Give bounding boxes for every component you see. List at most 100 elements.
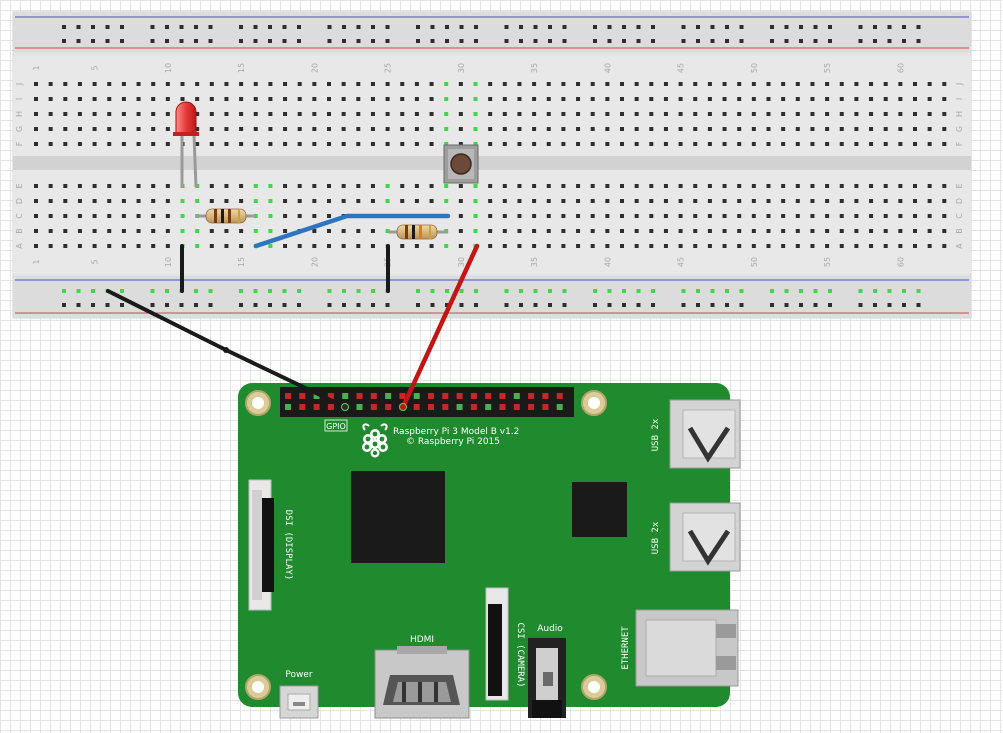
usb-port-2[interactable] (669, 502, 741, 572)
rail-hole (504, 39, 509, 43)
rail-hole (150, 25, 155, 29)
hole (532, 142, 537, 146)
hole (546, 127, 551, 131)
hole (473, 127, 478, 131)
hole (136, 82, 141, 86)
hole (532, 229, 537, 233)
hole (400, 127, 405, 131)
hole (751, 127, 756, 131)
column-label: 1 (32, 259, 41, 264)
hole (297, 199, 302, 203)
column-label: 30 (457, 63, 466, 73)
gpio-pin (528, 404, 535, 410)
rail-hole (120, 303, 124, 307)
red-led[interactable] (173, 101, 199, 188)
hole (458, 142, 463, 146)
hole (151, 127, 156, 131)
hole (136, 142, 141, 146)
hole (693, 214, 698, 218)
rail-hole (725, 303, 729, 307)
hole (707, 97, 712, 101)
black-wire-to-gpio[interactable] (106, 289, 349, 411)
hole (92, 184, 97, 188)
hole (224, 142, 229, 146)
hole (781, 244, 786, 248)
hole (385, 184, 390, 188)
hole (502, 82, 507, 86)
rail-hole (562, 303, 567, 307)
hole (209, 82, 214, 86)
hole (722, 229, 727, 233)
usb-port-1[interactable] (669, 399, 741, 469)
column-label: 15 (237, 257, 246, 267)
power-port[interactable] (279, 685, 319, 719)
hole (121, 97, 126, 101)
hole (737, 112, 742, 116)
column-label: 55 (823, 63, 832, 73)
hole (444, 127, 449, 131)
hole (869, 112, 874, 116)
hole (473, 229, 478, 233)
column-label: 10 (164, 63, 173, 73)
hole (385, 82, 390, 86)
hole (737, 214, 742, 218)
hole (473, 142, 478, 146)
hole (151, 199, 156, 203)
rail-hole (342, 303, 346, 307)
column-label: 55 (823, 257, 832, 267)
hole (268, 184, 273, 188)
hole (48, 229, 53, 233)
hole (473, 214, 478, 218)
hole (297, 127, 302, 131)
hole (751, 142, 756, 146)
hole (429, 97, 434, 101)
rail-hole (725, 25, 729, 29)
hole (458, 112, 463, 116)
hole (576, 244, 581, 248)
hole (195, 127, 200, 131)
push-button[interactable] (443, 144, 479, 184)
hole (839, 244, 844, 248)
hole (766, 112, 771, 116)
hole (92, 199, 97, 203)
column-label: 35 (530, 257, 539, 267)
hole (737, 82, 742, 86)
hole (839, 214, 844, 218)
soc-chip (351, 471, 445, 563)
resistor-led[interactable] (196, 208, 256, 224)
rail-hole (681, 289, 686, 293)
hole (444, 244, 449, 248)
hole (327, 229, 331, 233)
hole (385, 199, 390, 203)
red-wire-to-gpio[interactable] (399, 243, 480, 411)
hole (532, 127, 537, 131)
hole (737, 244, 742, 248)
ethernet-port[interactable] (635, 609, 739, 687)
hole (195, 97, 200, 101)
gpio-pin (399, 393, 406, 399)
rail-hole (607, 39, 612, 43)
blue-jumper-wire[interactable] (253, 213, 451, 249)
rail-hole (239, 39, 243, 43)
rail-hole (76, 39, 81, 43)
gpio-pin (528, 393, 535, 399)
hole (722, 214, 727, 218)
hole (751, 184, 756, 188)
hole (151, 229, 156, 233)
audio-jack[interactable] (528, 638, 566, 718)
hole (707, 142, 712, 146)
rail-hole (916, 303, 921, 307)
hole (751, 82, 756, 86)
hole (239, 82, 244, 86)
hole (825, 97, 830, 101)
hole (561, 229, 566, 233)
resistor-button[interactable] (388, 224, 448, 240)
hole (429, 82, 434, 86)
dsi-label: DSI (DISPLAY) (283, 510, 293, 580)
hdmi-port[interactable] (374, 646, 470, 719)
breadboard-holes (34, 25, 947, 307)
pi-copyright-text: © Raspberry Pi 2015 (406, 437, 500, 447)
hole (766, 127, 771, 131)
hole (825, 142, 830, 146)
hole (927, 244, 932, 248)
